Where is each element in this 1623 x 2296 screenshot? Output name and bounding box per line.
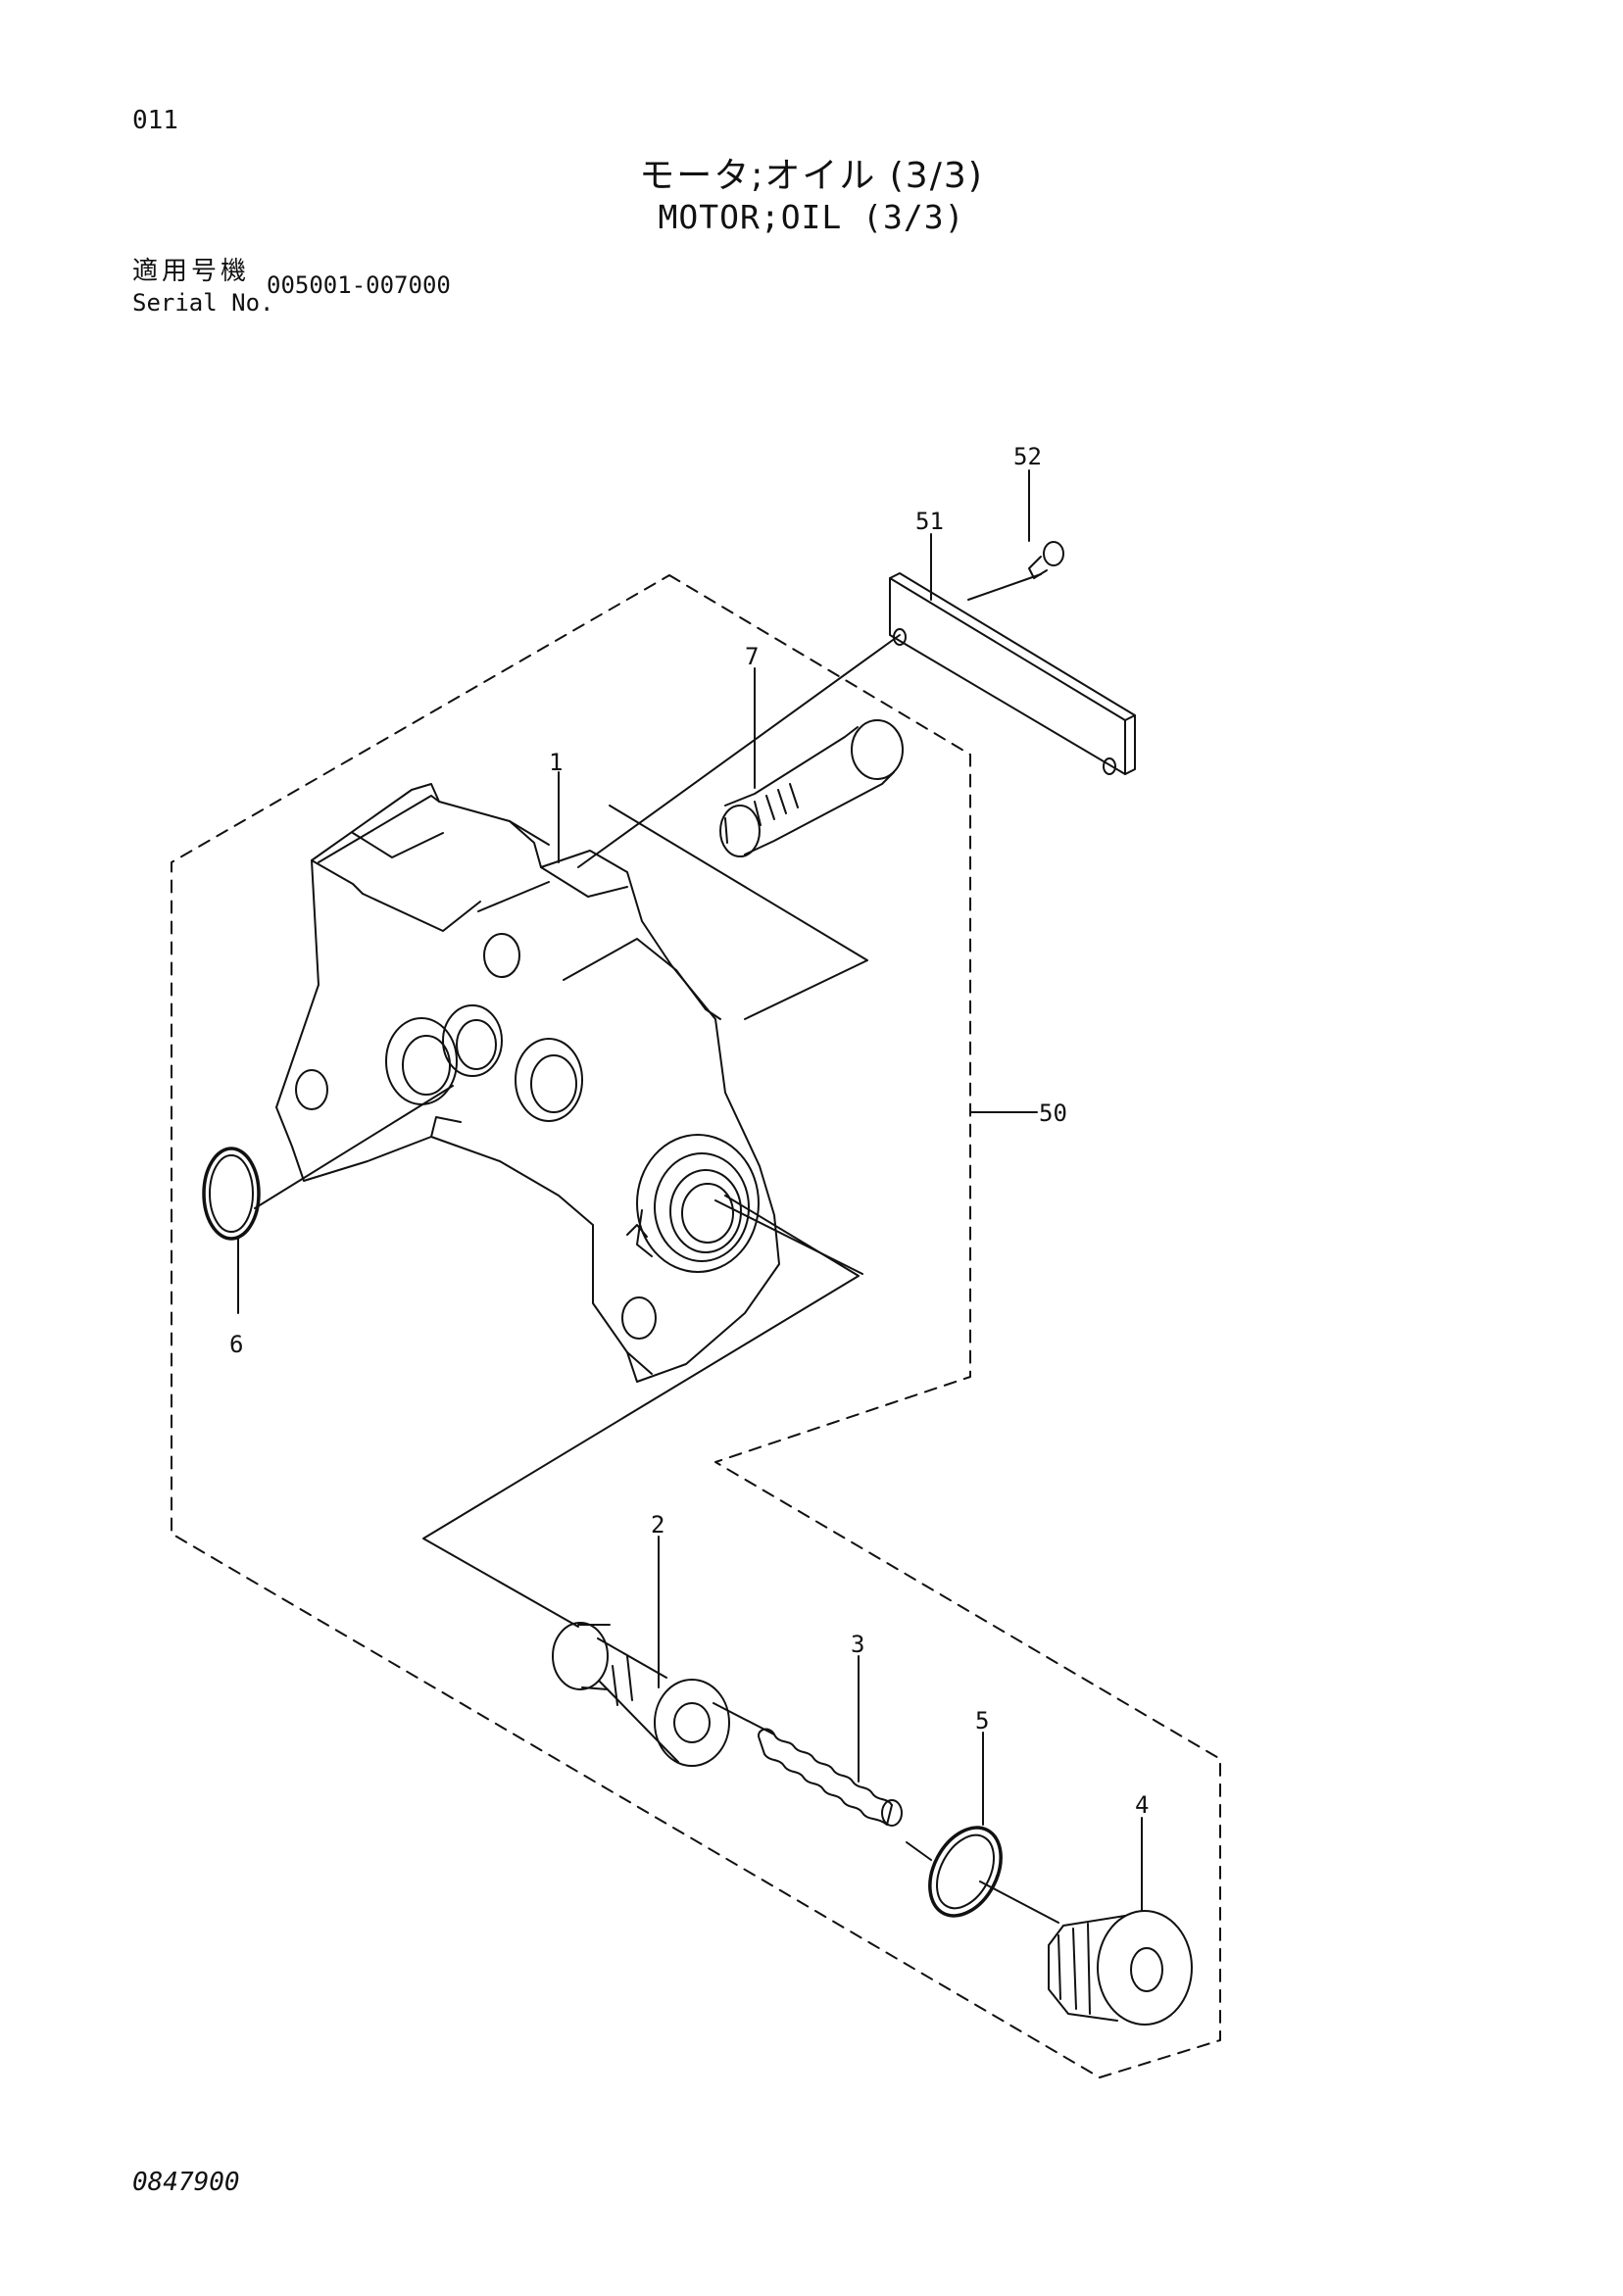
part-label-2: 2 <box>651 1511 664 1539</box>
housing-body <box>275 783 780 1383</box>
part-label-7: 7 <box>745 643 759 670</box>
axis-line-oring-6 <box>254 1085 454 1209</box>
reference-line-upper <box>609 805 868 1020</box>
o-ring-part-6 <box>202 1147 261 1241</box>
part-label-51: 51 <box>915 508 944 535</box>
part-label-6: 6 <box>229 1331 243 1358</box>
plate-part-51 <box>889 572 1136 775</box>
axis-line-bolt <box>967 573 1042 601</box>
spring-part-3 <box>758 1728 903 1827</box>
serial-label-japanese: 適用号機 <box>132 257 251 286</box>
plug-part-4 <box>1048 1910 1193 2026</box>
spool-part-2 <box>552 1622 730 1767</box>
assembly-boundary-dashed <box>171 574 1221 2078</box>
axis-line-screw <box>577 634 901 868</box>
title-japanese: モータ;オイル (3/3) <box>639 156 984 196</box>
part-label-3: 3 <box>851 1631 864 1658</box>
axis-line-oring-5 <box>906 1841 932 1861</box>
bolt-part-52 <box>1028 541 1064 579</box>
part-label-5: 5 <box>975 1707 989 1734</box>
page-number: 011 <box>132 106 178 135</box>
screw-part-7 <box>719 719 904 857</box>
axis-line-port <box>714 1199 863 1275</box>
reference-line-lower <box>422 1195 860 1628</box>
part-label-50: 50 <box>1039 1099 1067 1127</box>
part-label-4: 4 <box>1135 1791 1149 1819</box>
serial-label-english: Serial No. <box>132 289 274 317</box>
serial-range: 005001-007000 <box>267 271 451 299</box>
part-label-52: 52 <box>1013 443 1042 470</box>
title-english: MOTOR;OIL (3/3) <box>658 198 965 236</box>
o-ring-part-5 <box>928 1826 1003 1918</box>
document-code: 0847900 <box>132 2168 240 2197</box>
part-label-1: 1 <box>549 749 563 776</box>
